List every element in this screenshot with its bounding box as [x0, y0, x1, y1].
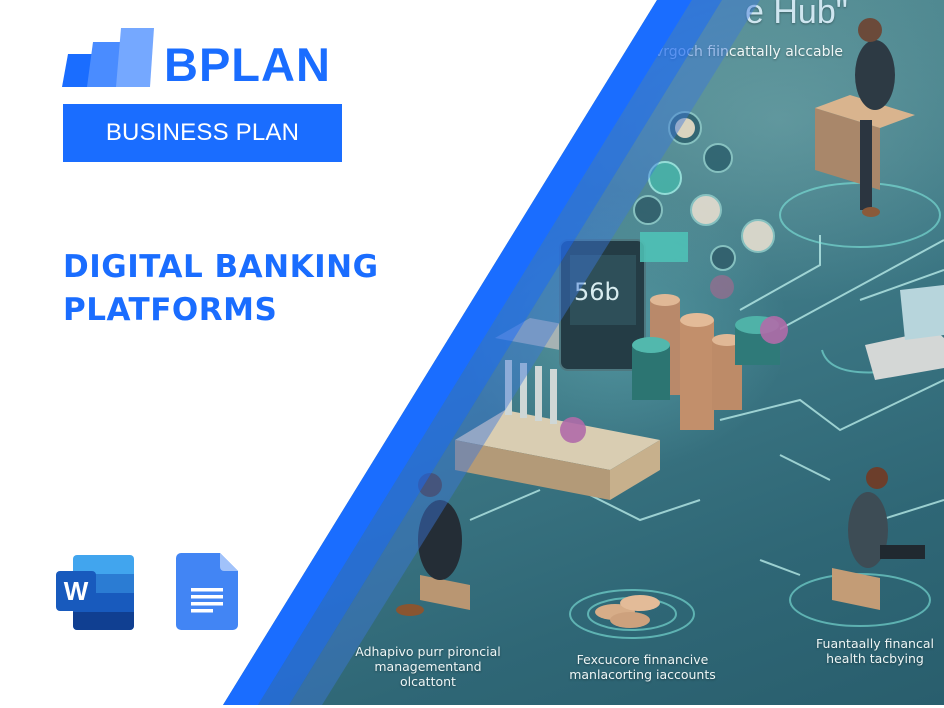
microsoft-word-icon[interactable]: W — [56, 555, 136, 630]
google-docs-icon[interactable] — [176, 553, 238, 630]
page-title: DIGITAL BANKING PLATFORMS — [63, 246, 379, 332]
illustration-heading: e Hub" — [745, 0, 848, 31]
title-line-2: PLATFORMS — [63, 292, 278, 328]
bar-chart-logo-icon — [62, 28, 154, 87]
bplan-logo[interactable]: BPLAN — [62, 27, 342, 89]
illustration-caption: Fuantaally financal health tacbying — [816, 636, 934, 666]
illustration-caption: Adhapivo purr pironcial managementand ol… — [355, 644, 501, 689]
title-line-1: DIGITAL BANKING — [63, 249, 379, 285]
logo-wordmark: BPLAN — [164, 38, 331, 91]
illustration-caption: Fexcucore finnancive manlacorting iaccou… — [569, 652, 716, 682]
business-plan-badge: BUSINESS PLAN — [63, 104, 342, 162]
svg-text:W: W — [64, 576, 89, 606]
svg-text:56b: 56b — [574, 278, 620, 306]
illustration-subheading: vrgoch fiincattally alccable — [655, 44, 844, 60]
